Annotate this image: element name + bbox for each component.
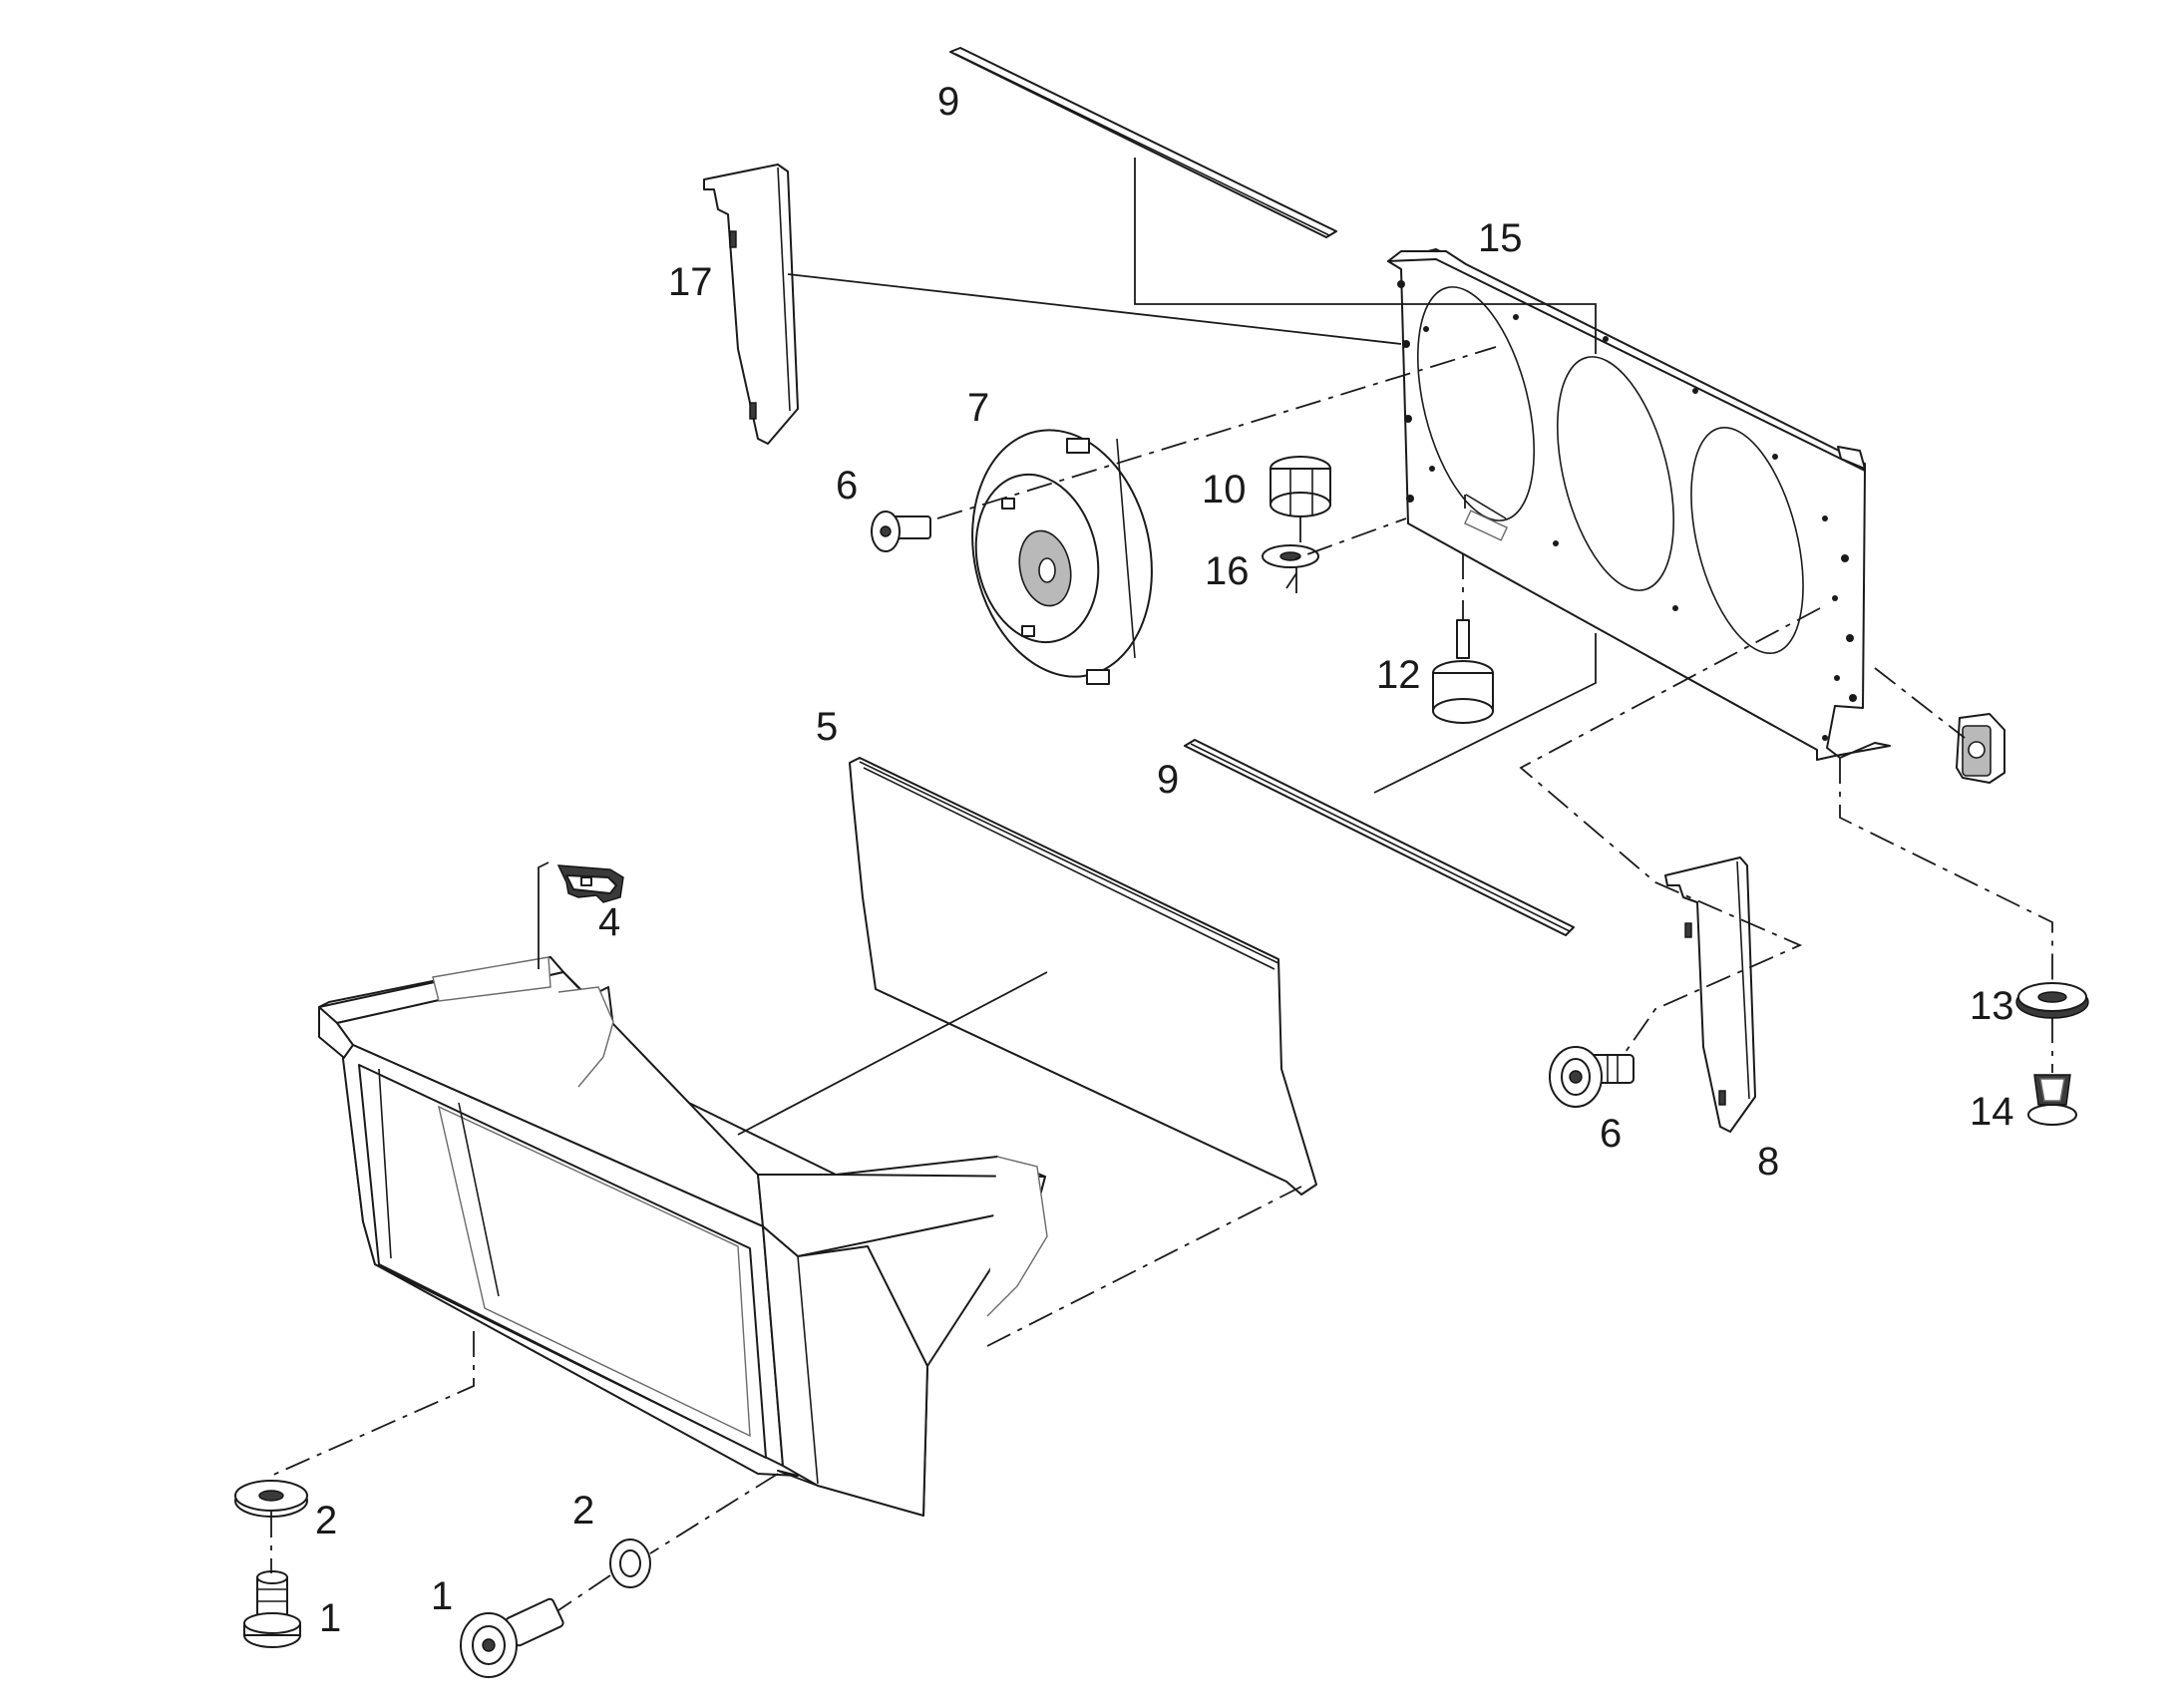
callout-5: 5 — [816, 705, 838, 749]
part-15-fan-shroud — [1387, 248, 1891, 761]
callout-6-left: 6 — [836, 464, 858, 508]
part-9-top-strip — [949, 47, 1337, 238]
callout-9-top: 9 — [937, 80, 959, 124]
callout-16: 16 — [1205, 549, 1250, 593]
callout-17: 17 — [668, 260, 713, 304]
part-1-bolt-left — [243, 1570, 301, 1648]
callout-4: 4 — [598, 900, 620, 944]
callout-labels: 9 17 15 7 6 10 16 12 5 9 4 13 14 6 8 2 2… — [315, 80, 2014, 1640]
callout-1-left: 1 — [319, 1596, 341, 1640]
part-4-clip — [556, 864, 624, 903]
callout-14: 14 — [1970, 1090, 2014, 1134]
part-9-middle-strip — [1184, 739, 1575, 936]
callout-7: 7 — [967, 386, 989, 430]
callout-6-right: 6 — [1600, 1112, 1622, 1156]
part-1-bolt-mid — [460, 1597, 564, 1678]
part-10-nut — [1270, 456, 1331, 517]
callout-12: 12 — [1376, 653, 1421, 697]
callout-2-mid: 2 — [572, 1489, 594, 1533]
part-8-bracket — [1664, 856, 1756, 1133]
part-2-washer-left — [234, 1480, 308, 1518]
part-17-bracket — [703, 164, 799, 445]
part-bumper-housing — [318, 956, 1048, 1517]
callout-2-left: 2 — [315, 1499, 337, 1542]
part-5-panel — [849, 757, 1317, 1196]
part-13-grommet — [2015, 982, 2089, 1019]
part-clip-right — [1956, 713, 2005, 784]
part-6-bolt-left — [871, 511, 931, 552]
centerlines — [270, 346, 2053, 1611]
callout-10: 10 — [1202, 468, 1247, 512]
part-16-washer — [1262, 544, 1319, 568]
callout-9-mid: 9 — [1157, 758, 1179, 802]
part-14-push-clip — [2027, 1074, 2077, 1126]
part-6-bolt-right — [1549, 1046, 1635, 1108]
callout-13: 13 — [1970, 984, 2014, 1028]
part-12-isolator-stud — [1432, 619, 1494, 724]
part-7-fan-motor — [971, 429, 1153, 685]
callout-1-mid: 1 — [431, 1574, 453, 1618]
callout-8: 8 — [1757, 1140, 1779, 1184]
callout-15: 15 — [1478, 216, 1523, 260]
leader-lines — [538, 158, 1597, 1136]
part-2-washer-mid — [609, 1538, 651, 1588]
